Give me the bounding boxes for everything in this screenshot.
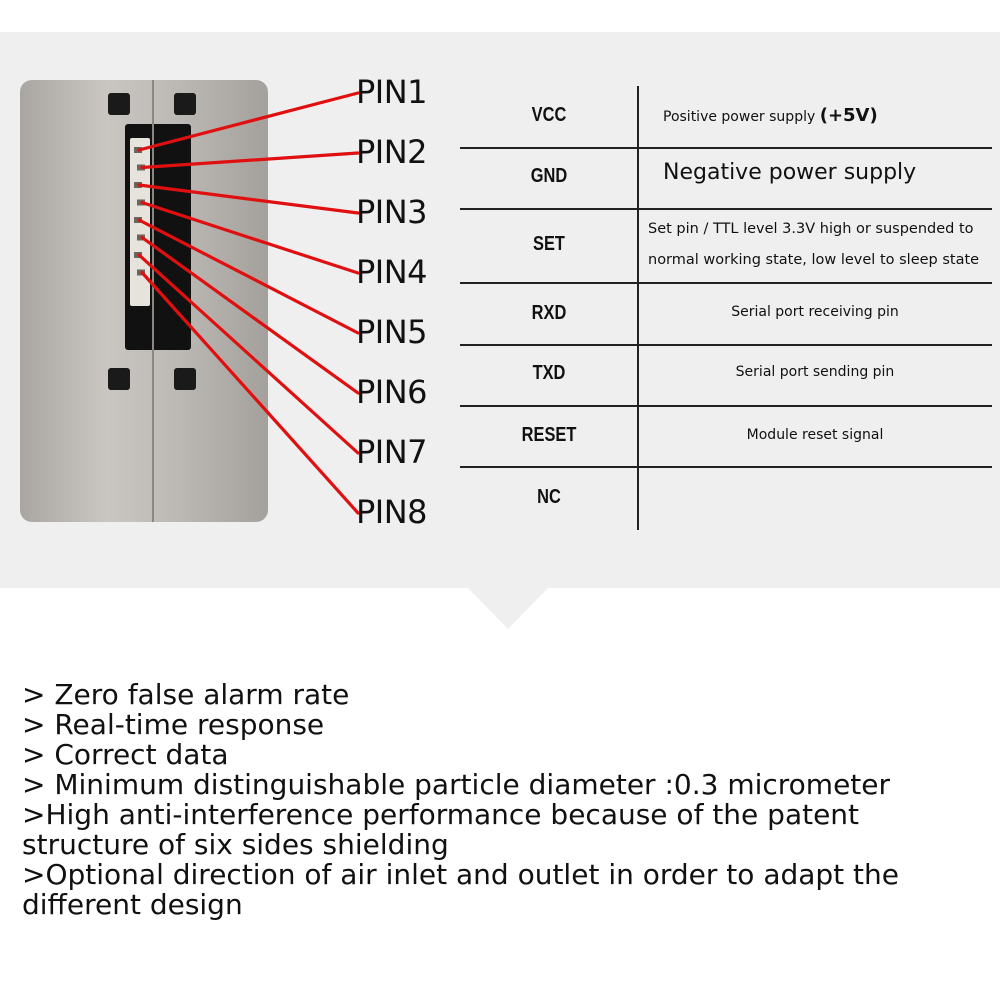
pin-label-7: PIN7 xyxy=(356,433,428,471)
pin-label-5: PIN5 xyxy=(356,313,428,351)
pin-name-nc: NC xyxy=(537,486,561,508)
table-row-divider xyxy=(460,344,992,346)
pin-desc-set-line2: normal working state, low level to sleep… xyxy=(648,252,980,268)
table-row-divider xyxy=(460,208,992,210)
table-row-divider xyxy=(460,466,992,468)
pin-desc-reset: Module reset signal xyxy=(746,427,884,443)
pin-name-reset: RESET xyxy=(521,424,577,446)
pin-name-txd: TXD xyxy=(532,362,566,384)
table-row-divider xyxy=(460,147,992,149)
pin-name-rxd: RXD xyxy=(531,302,567,324)
pin-name-gnd: GND xyxy=(530,165,568,187)
pin-leader-line xyxy=(140,200,360,275)
mounting-square xyxy=(108,93,130,115)
pin-leader-line xyxy=(140,270,360,515)
pin-desc-set-line1: Set pin / TTL level 3.3V high or suspend… xyxy=(648,221,974,237)
pin-connector xyxy=(125,124,191,350)
pin-desc-gnd: Negative power supply xyxy=(663,160,917,185)
mounting-square xyxy=(174,368,196,390)
table-column-divider xyxy=(637,86,639,530)
pin-label-3: PIN3 xyxy=(356,193,428,231)
sensor-module-photo xyxy=(20,80,268,522)
pin-name-set: SET xyxy=(533,233,565,255)
pin-name-vcc: VCC xyxy=(531,104,567,126)
pin-leader-line xyxy=(137,253,360,455)
table-row-divider xyxy=(460,282,992,284)
pin-label-8: PIN8 xyxy=(356,493,428,531)
feature-item: > Zero false alarm rate xyxy=(22,678,350,711)
pin-leader-line xyxy=(137,91,360,152)
pin-leader-line xyxy=(137,218,360,335)
pin-desc-vcc-voltage: (+5V) xyxy=(819,105,878,126)
pin-label-6: PIN6 xyxy=(356,373,428,411)
pin-desc-vcc-text: Positive power supply xyxy=(663,109,816,125)
panel-pointer xyxy=(467,587,549,629)
pin-desc-rxd: Serial port receiving pin xyxy=(731,304,899,320)
pin-desc-vcc: Positive power supply (+5V) xyxy=(663,105,963,126)
pin-desc-txd: Serial port sending pin xyxy=(735,364,895,380)
pin-label-2: PIN2 xyxy=(356,133,428,171)
table-row-divider xyxy=(460,405,992,407)
feature-item: > Minimum distinguishable particle diame… xyxy=(22,768,891,801)
mounting-square xyxy=(174,93,196,115)
feature-item: >High anti-interference performance beca… xyxy=(22,798,860,861)
pin-leader-line xyxy=(140,151,360,170)
feature-item: >Optional direction of air inlet and out… xyxy=(22,858,900,921)
feature-item: > Real-time response xyxy=(22,708,325,741)
pin-leader-line xyxy=(140,235,360,395)
mounting-square xyxy=(108,368,130,390)
feature-item: > Correct data xyxy=(22,738,229,771)
pin-label-1: PIN1 xyxy=(356,73,428,111)
pin-label-4: PIN4 xyxy=(356,253,428,291)
pin-leader-line xyxy=(137,183,360,215)
feature-list: > Zero false alarm rate > Real-time resp… xyxy=(22,680,982,920)
